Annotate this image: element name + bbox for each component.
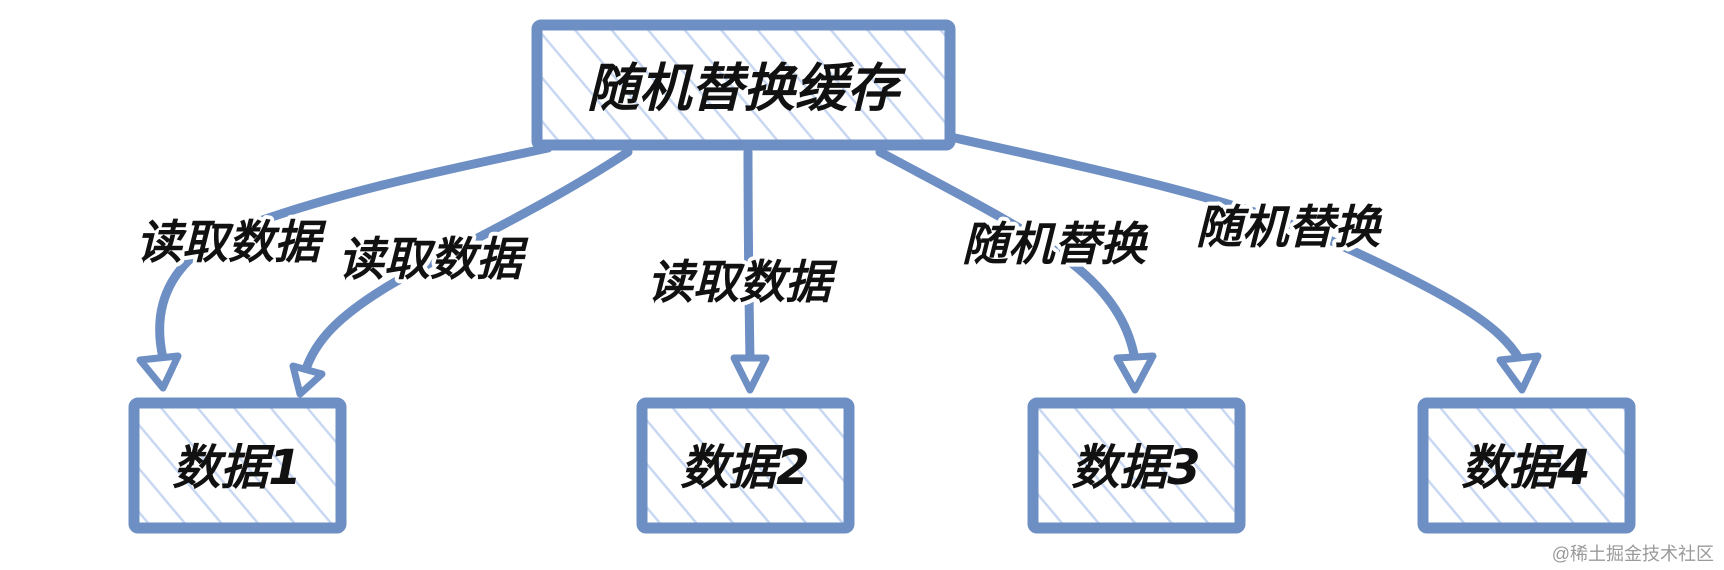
edge-4-arrowhead bbox=[1496, 352, 1542, 394]
node-data2-label: 数据2 bbox=[680, 440, 809, 496]
watermark-text: @稀土掘金技术社区 bbox=[1552, 544, 1714, 564]
node-data4-label: 数据4 bbox=[1461, 440, 1590, 496]
node-data3-label: 数据3 bbox=[1071, 440, 1200, 496]
edge-0-arrowhead bbox=[136, 352, 182, 392]
edge-2-connector bbox=[743, 147, 755, 365]
edge-4-label: 随机替换 bbox=[1196, 200, 1383, 254]
node-data4-box bbox=[1417, 397, 1636, 534]
edge-1-arrowhead bbox=[289, 362, 326, 398]
edge-3-connector bbox=[875, 147, 1140, 365]
root-node-box bbox=[531, 19, 956, 151]
edge-4-connector bbox=[950, 133, 1525, 365]
node-data2-box bbox=[636, 397, 855, 534]
edge-0-label: 读取数据 bbox=[136, 215, 327, 269]
edge-2-arrowhead bbox=[730, 354, 770, 394]
edge-1-connector bbox=[300, 147, 633, 377]
node-data2: 数据2 bbox=[636, 397, 855, 534]
edge-2-label: 读取数据 bbox=[647, 255, 838, 309]
connectors bbox=[136, 133, 1542, 398]
node-data4: 数据4 bbox=[1417, 397, 1636, 534]
node-data3: 数据3 bbox=[1027, 397, 1246, 534]
node-data3-box bbox=[1027, 397, 1246, 534]
edge-0-connector bbox=[155, 143, 553, 363]
root-node: 随机替换缓存 bbox=[531, 19, 956, 151]
edge-3-label: 随机替换 bbox=[962, 217, 1149, 271]
node-data1-label: 数据1 bbox=[172, 440, 301, 496]
edge-labels: 读取数据 读取数据 读取数据 随机替换 随机替换 bbox=[132, 196, 1387, 313]
root-node-label: 随机替换缓存 bbox=[587, 59, 907, 119]
edge-1-label: 读取数据 bbox=[338, 232, 529, 286]
node-data1: 数据1 bbox=[128, 397, 347, 534]
node-data1-box bbox=[128, 397, 347, 534]
edge-3-arrowhead bbox=[1113, 352, 1157, 394]
